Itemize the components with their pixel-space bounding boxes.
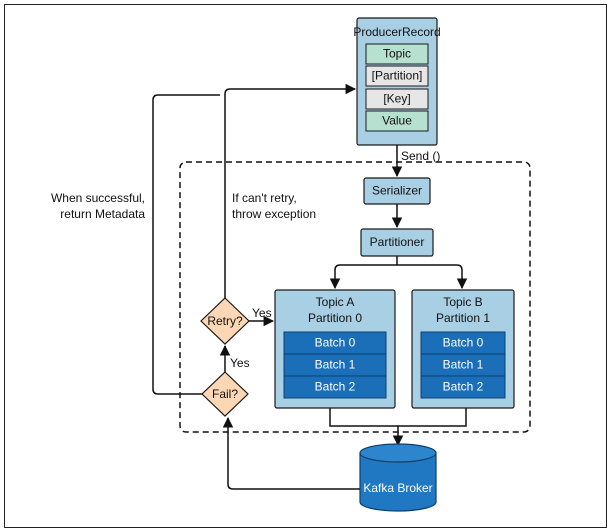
broker-label: Kafka Broker [363, 481, 432, 495]
exception-label-line1: If can't retry, [232, 191, 297, 205]
topic-a-name: Topic A [316, 295, 355, 309]
fail-label: Fail? [212, 387, 238, 401]
retry-yes-label: Yes [252, 306, 272, 320]
kafka-broker: Kafka Broker [359, 443, 437, 512]
field-topic: Topic [383, 47, 411, 61]
topic-a-batch-2: Batch 2 [315, 380, 356, 394]
retry-decision: Retry? [200, 297, 250, 345]
send-label: Send () [401, 149, 440, 163]
success-label-line1: When successful, [51, 191, 145, 205]
partitioner-label: Partitioner [370, 235, 425, 249]
exception-path [224, 83, 357, 298]
partitioner-box: Partitioner [360, 228, 434, 257]
field-partition: [Partition] [372, 69, 423, 83]
producer-record: ProducerRecord Topic [Partition] [Key] V… [353, 17, 441, 146]
retry-label: Retry? [207, 314, 243, 328]
fail-decision: Fail? [201, 371, 249, 417]
field-value: Value [382, 114, 412, 128]
serializer-box: Serializer [363, 177, 431, 205]
topic-a-partition-label: Partition 0 [308, 311, 362, 325]
outer-frame [4, 4, 607, 528]
topic-a-partition: Topic A Partition 0 Batch 0 Batch 1 Batc… [274, 289, 396, 409]
exception-label-line2: throw exception [232, 207, 316, 221]
topic-b-name: Topic B [443, 295, 482, 309]
topic-b-partition-label: Partition 1 [436, 311, 490, 325]
fail-yes-label: Yes [230, 356, 250, 370]
broker-to-fail-line [222, 416, 360, 490]
serializer-label: Serializer [372, 184, 422, 198]
topic-b-batch-2: Batch 2 [443, 380, 484, 394]
topic-a-batch-1: Batch 1 [315, 358, 356, 372]
topic-b-partition: Topic B Partition 1 Batch 0 Batch 1 Batc… [411, 289, 515, 409]
partitioner-split-line [334, 256, 463, 286]
success-label-line2: return Metadata [60, 207, 145, 221]
topic-a-batch-0: Batch 0 [315, 336, 356, 350]
producer-record-title: ProducerRecord [353, 25, 440, 39]
field-key: [Key] [383, 92, 410, 106]
topic-b-batch-0: Batch 0 [443, 336, 484, 350]
producer-boundary [179, 161, 531, 433]
success-path [152, 94, 220, 395]
topic-b-batch-1: Batch 1 [443, 358, 484, 372]
